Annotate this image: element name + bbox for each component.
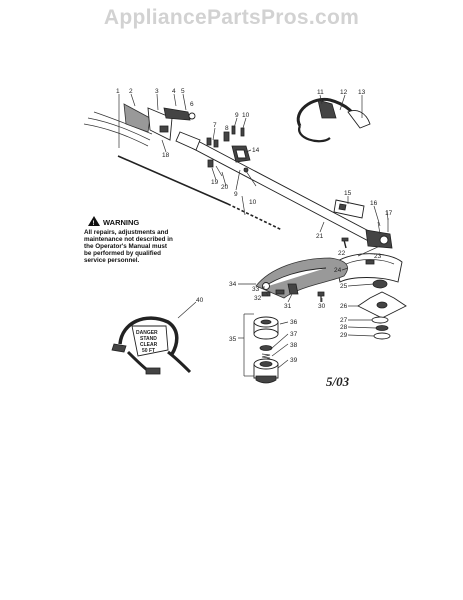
washer-28: [375, 325, 389, 331]
warning-line-1: All repairs, adjustments and: [84, 229, 168, 236]
sticker-text-4: 50 FT: [142, 348, 155, 354]
label-2: 2: [129, 88, 133, 95]
nut-25: [372, 279, 388, 289]
part-labels: 1 2 3 4 5 6 7 8 9 10 9 10 11 12 13 14 15…: [116, 88, 393, 364]
label-1: 1: [116, 88, 120, 95]
guard-bracket: [333, 199, 365, 219]
label-5: 5: [181, 88, 185, 95]
label-16: 16: [370, 200, 378, 207]
warning-line-5: service personnel.: [84, 257, 140, 264]
label-13: 13: [358, 89, 366, 96]
label-17: 17: [385, 210, 393, 217]
part-37: [259, 345, 273, 351]
label-21: 21: [316, 233, 324, 240]
label-24: 24: [334, 267, 342, 274]
washer-29: [373, 332, 391, 340]
label-32: 32: [254, 295, 262, 302]
sticker-text-1: DANGER: [136, 330, 158, 336]
clamp-block: [231, 145, 251, 163]
label-36: 36: [290, 319, 298, 326]
label-33: 33: [252, 286, 260, 293]
label-22: 22: [338, 250, 346, 257]
switch-part: [163, 107, 196, 121]
label-9-bottom: 9: [234, 191, 238, 198]
spool-36: [253, 316, 279, 340]
warning-line-3: the Operator's Manual must: [84, 243, 168, 250]
label-14: 14: [252, 147, 260, 154]
label-40: 40: [196, 297, 204, 304]
small-screws: [206, 125, 245, 168]
label-4: 4: [172, 88, 176, 95]
label-37: 37: [290, 331, 298, 338]
label-11: 11: [317, 89, 324, 96]
danger-sticker: DANGER STAND CLEAR 50 FT: [131, 325, 169, 357]
label-7: 7: [213, 122, 217, 129]
warning-triangle-icon: [88, 216, 100, 226]
blade-guard: [335, 253, 403, 283]
label-30: 30: [318, 303, 326, 310]
warning-line-4: be performed by qualified: [84, 250, 161, 257]
label-34: 34: [229, 281, 237, 288]
sticker-text-2: STAND: [140, 336, 157, 342]
label-18: 18: [162, 152, 170, 159]
label-39: 39: [290, 357, 298, 364]
screw-30: [317, 291, 325, 302]
label-15: 15: [344, 190, 352, 197]
shoulder-harness: [111, 316, 192, 375]
label-6: 6: [190, 101, 194, 108]
label-25: 25: [340, 283, 348, 290]
label-8: 8: [225, 125, 229, 132]
watermark: AppliancePartsPros.com: [103, 6, 360, 29]
trimmer-guard: [255, 257, 348, 299]
warning-exclaim-icon: !: [93, 221, 95, 227]
label-28: 28: [340, 324, 348, 331]
label-10-bottom: 10: [249, 199, 257, 206]
assist-handle: [296, 97, 371, 143]
bolt-parts: [215, 165, 257, 187]
label-19: 19: [211, 179, 219, 186]
spool-39: [253, 358, 279, 384]
label-38: 38: [290, 342, 298, 349]
label-27: 27: [340, 317, 348, 324]
label-12: 12: [340, 89, 348, 96]
leader-lines: [118, 93, 389, 369]
drive-shaft: [117, 155, 283, 231]
warning-title: WARNING: [103, 218, 139, 227]
warning-line-2: maintenance not described in: [84, 236, 173, 243]
washer-27: [371, 316, 389, 324]
label-20: 20: [221, 184, 229, 191]
label-26: 26: [340, 303, 348, 310]
label-3: 3: [155, 88, 159, 95]
sticker-text-3: CLEAR: [140, 342, 158, 348]
label-9-top: 9: [235, 112, 239, 119]
assembly-brackets: [238, 283, 256, 377]
warning-block: ! WARNING All repairs, adjustments and m…: [84, 216, 173, 264]
label-31: 31: [284, 303, 292, 310]
label-23: 23: [374, 253, 382, 260]
parts-32-33: [261, 282, 271, 297]
handle-half-left: [123, 103, 151, 133]
blade-26: [357, 291, 407, 319]
label-10-top: 10: [242, 112, 250, 119]
screw-22: [341, 237, 349, 249]
label-29: 29: [340, 332, 348, 339]
gear-head: [365, 218, 393, 249]
date-code: 5/03: [326, 374, 350, 389]
label-35: 35: [229, 336, 237, 343]
